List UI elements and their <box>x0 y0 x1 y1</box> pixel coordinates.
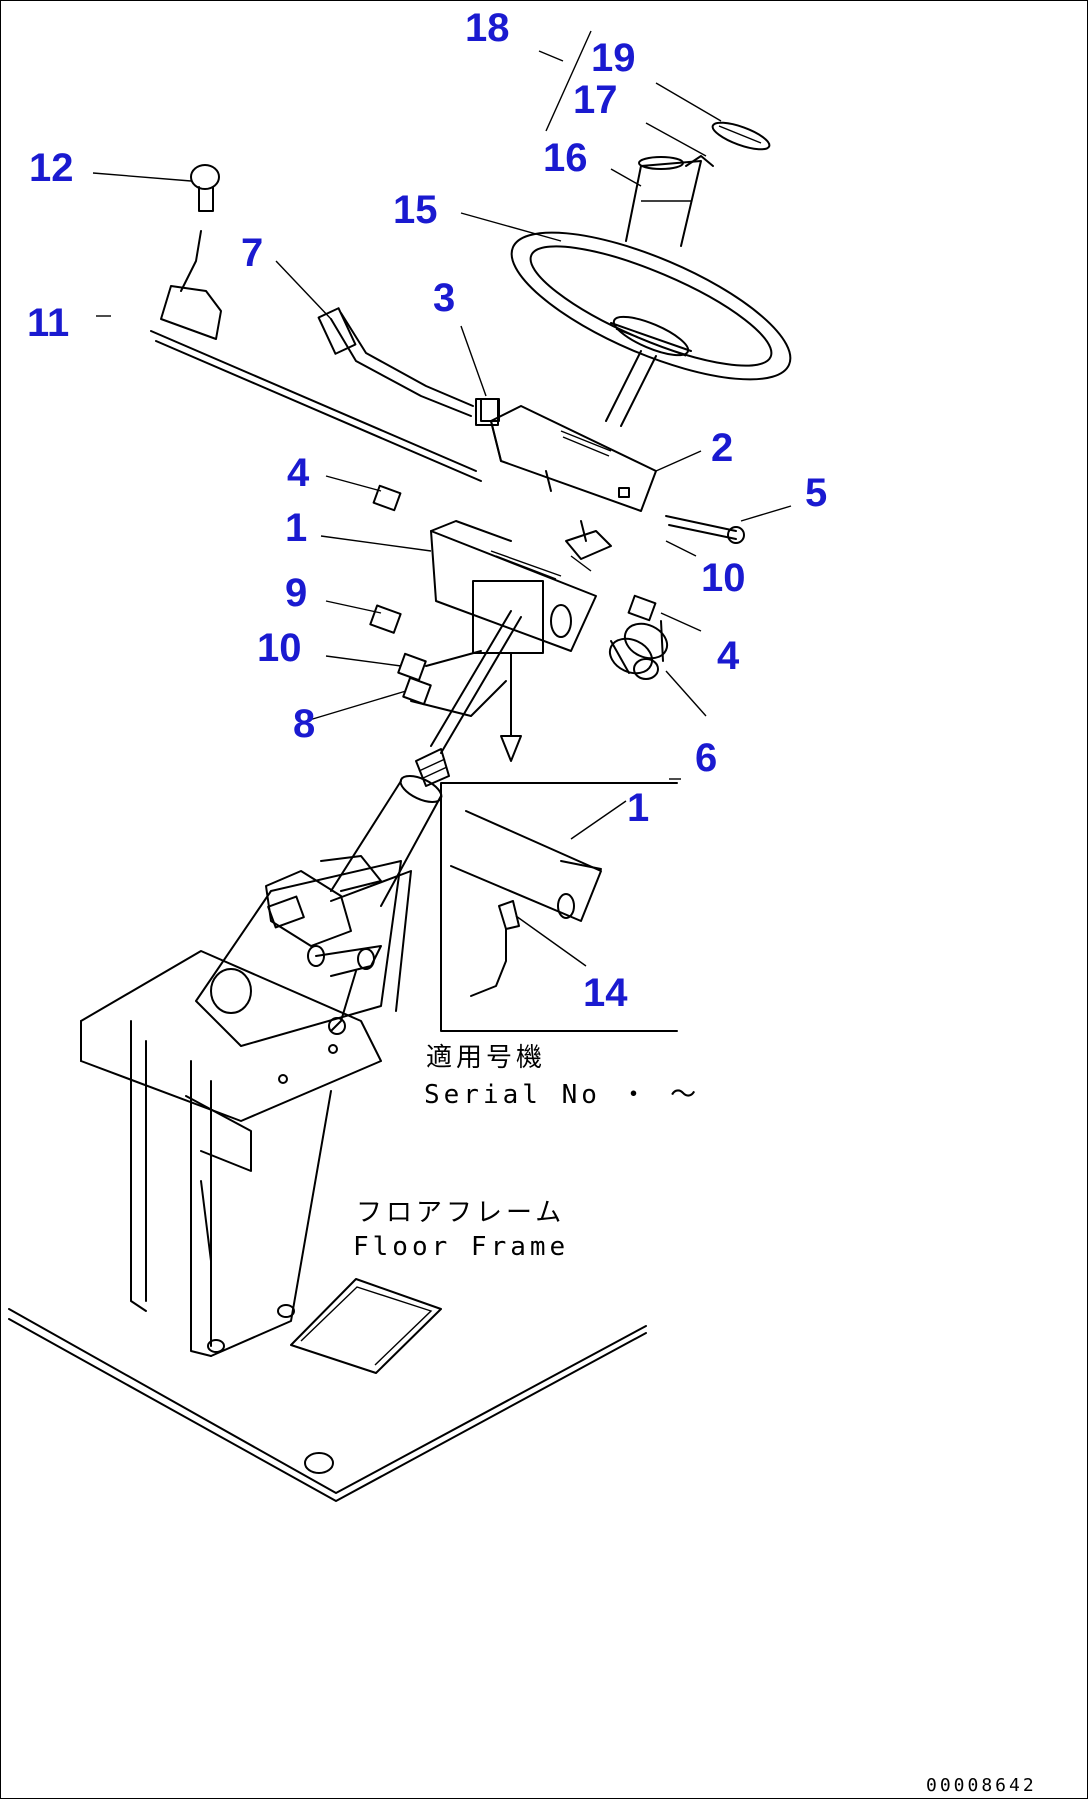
callout-9: 9 <box>285 571 307 615</box>
tilt-mechanism <box>265 855 382 1035</box>
callout-18: 17 <box>573 78 618 122</box>
column-cover-upper <box>490 405 657 512</box>
callout-4-upper: 4 <box>287 451 310 495</box>
leader-lines <box>92 30 792 967</box>
callouts: 18 19 17 16 12 15 7 3 11 2 4 5 1 10 9 10… <box>27 6 827 1015</box>
callout-7: 7 <box>241 231 263 275</box>
callout-17: 16 <box>543 136 588 180</box>
callout-12: 11 <box>27 301 69 345</box>
column-cover-lower <box>430 520 597 654</box>
callout-1-detail: 1 <box>627 786 649 830</box>
floor-plate <box>8 1278 647 1502</box>
callout-15: 15 <box>393 188 438 232</box>
floor-frame-jp: フロアフレーム <box>356 1198 565 1228</box>
detail-view <box>440 652 678 1032</box>
callout-3: 3 <box>433 276 455 320</box>
serial-note-jp: 適用号機 <box>426 1043 546 1073</box>
callout-5: 5 <box>805 471 827 515</box>
wire-harness <box>317 307 500 422</box>
notes: 適用号機 Serial No ・ 〜 フロアフレーム Floor Frame 0… <box>353 1043 1037 1796</box>
callout-6: 6 <box>695 736 717 780</box>
callout-4-lower: 4 <box>717 634 740 678</box>
column-stand <box>80 860 412 1357</box>
serial-note-en: Serial No ・ 〜 <box>424 1080 700 1110</box>
callout-2: 2 <box>711 426 733 470</box>
callout-16: 18 <box>465 6 510 50</box>
callout-1: 1 <box>285 506 307 550</box>
callout-19: 19 <box>591 36 636 80</box>
floor-frame-en: Floor Frame <box>353 1232 569 1262</box>
callout-8: 8 <box>293 702 315 746</box>
callout-11: 10 <box>701 556 746 600</box>
small-parts <box>150 164 745 717</box>
horn-cap <box>625 121 771 247</box>
callout-10: 10 <box>257 626 302 670</box>
drawing-number: 00008642 <box>926 1775 1037 1796</box>
steering-column <box>330 610 522 907</box>
callout-14: 14 <box>583 971 628 1015</box>
callout-13: 12 <box>29 146 74 190</box>
steering-wheel <box>510 231 792 427</box>
